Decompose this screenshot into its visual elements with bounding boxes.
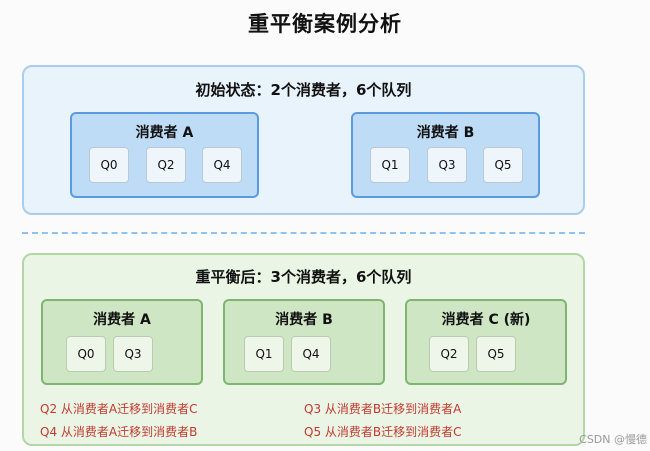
consumer-b-label: 消费者 B [275,312,333,328]
consumer-c-label: 消费者 C (新) [441,312,531,328]
watermark: CSDN @慢德 [579,433,647,446]
queue-box: Q2 [429,336,469,372]
queue-box: Q4 [291,336,331,372]
migration-note: Q2 从消费者A迁移到消费者C [40,402,198,416]
migration-note: Q5 从消费者B迁移到消费者C [304,425,462,439]
queue-box: Q2 [146,147,186,183]
consumer-b-label: 消费者 B [416,125,475,141]
queue-box: Q5 [476,336,516,372]
migration-note: Q4 从消费者A迁移到消费者B [40,425,198,439]
queue-box: Q5 [483,147,523,183]
diagram-title: 重平衡案例分析 [248,12,402,36]
queue-box: Q0 [89,147,129,183]
initial-state-panel: 初始状态：2个消费者，6个队列 消费者 A Q0 Q2 Q4 消费者 B Q1 … [22,65,585,215]
queue-box: Q1 [244,336,284,372]
consumer-c-box: 消费者 C (新) Q2 Q5 [405,299,567,385]
section-divider [22,232,585,234]
queue-box: Q3 [113,336,153,372]
queue-box: Q0 [66,336,106,372]
after-rebalance-panel: 重平衡后：3个消费者，6个队列 消费者 A Q0 Q3 消费者 B Q1 Q4 … [22,253,585,446]
consumer-a-label: 消费者 A [135,125,194,141]
queue-box: Q3 [427,147,467,183]
consumer-a-box: 消费者 A Q0 Q3 [41,299,203,385]
initial-state-title: 初始状态：2个消费者，6个队列 [195,81,412,99]
migration-note: Q3 从消费者B迁移到消费者A [304,402,462,416]
queue-box: Q1 [370,147,410,183]
consumer-b-box: 消费者 B Q1 Q4 [223,299,385,385]
consumer-a-label: 消费者 A [93,312,151,328]
after-rebalance-title: 重平衡后：3个消费者，6个队列 [195,268,412,286]
queue-box: Q4 [202,147,242,183]
consumer-b-box: 消费者 B Q1 Q3 Q5 [351,112,540,198]
consumer-a-box: 消费者 A Q0 Q2 Q4 [70,112,259,198]
